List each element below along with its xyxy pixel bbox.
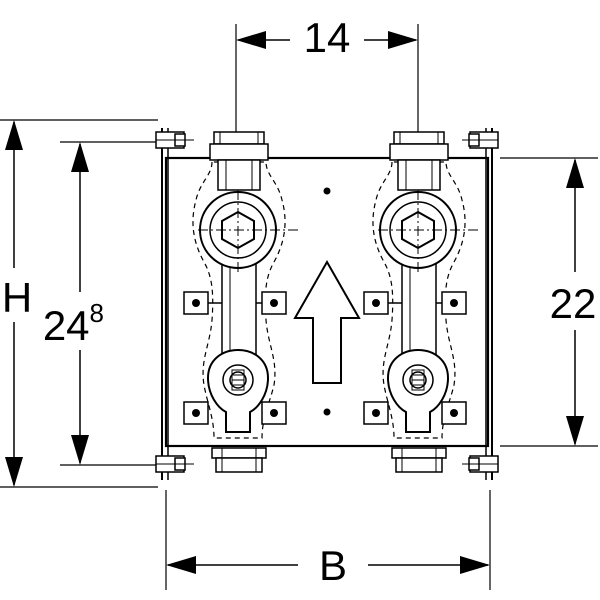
dimension-label-b: B xyxy=(319,542,347,589)
dimension-label-24-8: 248 xyxy=(43,298,104,349)
corner-bolt-top-right xyxy=(462,131,499,149)
dimension-width-b: B xyxy=(165,490,491,590)
dimension-top-spacing: 14 xyxy=(235,14,419,150)
screw-hole-bottom xyxy=(323,408,331,416)
dimension-inner-height: 248 xyxy=(43,141,158,466)
valve-assembly-left xyxy=(183,131,298,473)
corner-bolt-bottom-left xyxy=(155,455,194,473)
screw-hole-top xyxy=(323,187,331,195)
corner-bolt-bottom-right xyxy=(462,455,499,473)
dimension-label-22: 22 xyxy=(550,280,597,327)
dimension-right-height: 22 xyxy=(500,157,598,447)
corner-bolt-top-left xyxy=(155,131,194,149)
valve-assembly-right xyxy=(363,131,478,473)
dimension-outer-height: H xyxy=(0,119,158,488)
dimension-label-h: H xyxy=(2,274,32,321)
up-arrow-icon xyxy=(293,259,361,384)
dimension-label-top: 14 xyxy=(304,14,351,61)
